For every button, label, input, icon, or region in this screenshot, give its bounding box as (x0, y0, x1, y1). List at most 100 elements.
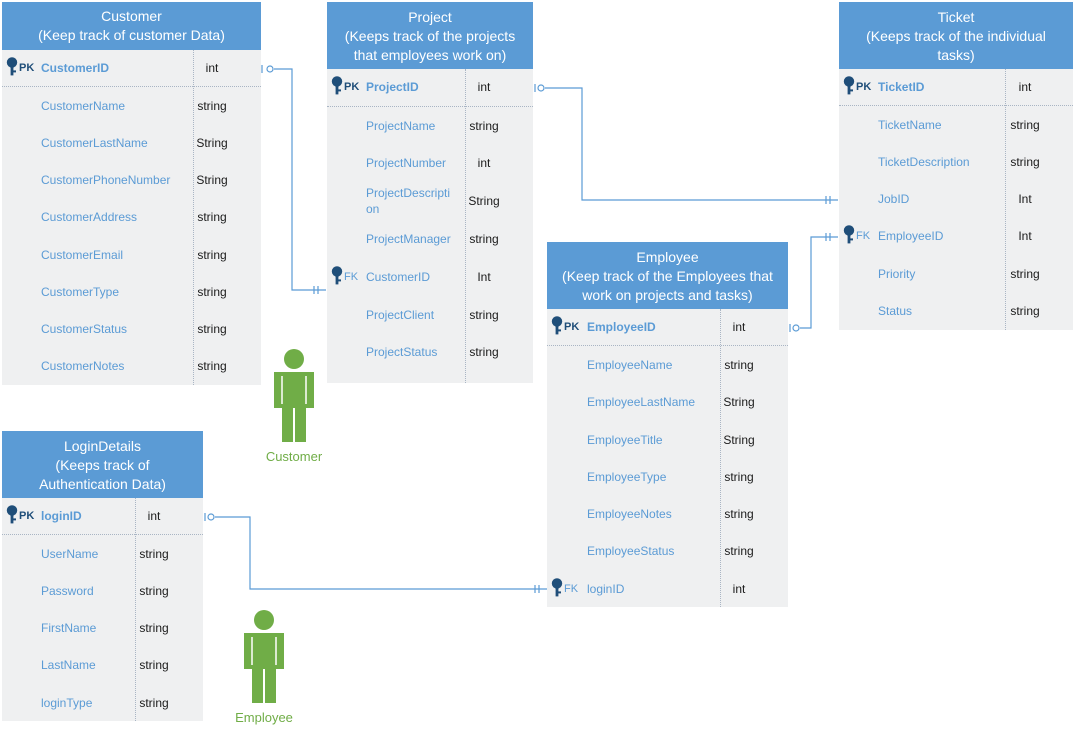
field-type: string (197, 98, 227, 113)
field-name: CustomerPhoneNumber (41, 173, 171, 188)
field-type: int (205, 61, 219, 76)
field-row[interactable]: CustomerName string (2, 87, 261, 124)
field-row[interactable]: Status string (839, 292, 1073, 329)
entity-title: LoginDetails (63, 438, 142, 454)
field-row[interactable]: EmployeeType string (547, 458, 788, 495)
field-name: loginID (587, 581, 625, 596)
entity-subtitle: (Keeps track of the individual (866, 28, 1046, 44)
entity-subtitle: (Keep track of the Employees that (562, 268, 773, 284)
field-type: string (724, 357, 754, 372)
entity-ticket[interactable]: Ticket (Keeps track of the individual ta… (839, 2, 1073, 330)
field-type: string (139, 621, 169, 636)
field-name: EmployeeType (587, 469, 667, 484)
field-name: ProjectManager (366, 232, 451, 247)
field-name: EmployeeNotes (587, 507, 672, 522)
entity-title: Ticket (937, 9, 975, 25)
field-type: int (732, 320, 746, 335)
field-type: string (1010, 117, 1040, 132)
entity-project[interactable]: Project (Keeps track of the projects tha… (327, 2, 533, 383)
column-divider (465, 69, 466, 383)
connector-login-employee (215, 516, 547, 590)
field-name: TicketDescription (878, 154, 970, 169)
key-label: PK (564, 321, 580, 334)
field-type: string (1010, 154, 1040, 169)
field-name: CustomerName (41, 98, 126, 113)
field-type: string (724, 507, 754, 522)
field-type: Int (477, 269, 491, 284)
field-row[interactable]: EmployeeNotes string (547, 495, 788, 532)
connector-employee-ticket (800, 236, 838, 329)
customer-actor-label: Customer (265, 449, 323, 464)
employee-actor-icon (244, 610, 284, 703)
entity-employee[interactable]: Employee (Keep track of the Employees th… (547, 242, 788, 607)
column-divider (135, 498, 136, 721)
entity-header: Employee (Keep track of the Employees th… (547, 242, 788, 309)
field-row[interactable]: PK loginID int (2, 498, 203, 536)
key-label: FK (344, 270, 359, 283)
key-icon (6, 56, 18, 76)
field-name: Status (878, 303, 913, 318)
field-name: CustomerEmail (41, 247, 124, 262)
field-type: string (139, 546, 169, 561)
entity-title: Employee (636, 249, 699, 265)
field-name: loginID (41, 509, 82, 524)
field-type: int (147, 509, 161, 524)
field-row[interactable]: ProjectName string (327, 107, 533, 145)
entity-subtitle: tasks) (937, 47, 975, 63)
entity-title: Project (408, 9, 452, 25)
field-type: string (724, 469, 754, 484)
key-icon (331, 76, 343, 96)
field-type: string (469, 118, 499, 133)
entity-subtitle: work on projects and tasks) (582, 287, 753, 303)
entity-header: Customer (Keep track of customer Data) (2, 2, 261, 50)
entity-subtitle: Authentication Data) (39, 476, 166, 492)
field-name: loginType (41, 695, 93, 710)
field-name: CustomerNotes (41, 359, 125, 374)
field-type: string (139, 583, 169, 598)
field-type: String (468, 194, 500, 209)
key-icon (6, 504, 18, 524)
entity-logindetails[interactable]: LoginDetails (Keeps track of Authenticat… (2, 431, 203, 721)
field-type: string (1010, 303, 1040, 318)
entity-customer[interactable]: Customer (Keep track of customer Data) P… (2, 2, 261, 385)
field-type: int (1018, 80, 1032, 95)
key-label: PK (19, 510, 35, 523)
customer-actor-icon (274, 349, 314, 442)
key-label: PK (19, 62, 35, 75)
field-row[interactable]: TicketDescription string (839, 143, 1073, 180)
field-name: ProjectName (366, 118, 436, 133)
key-label: FK (564, 582, 579, 595)
entity-subtitle: (Keep track of customer Data) (38, 27, 225, 43)
